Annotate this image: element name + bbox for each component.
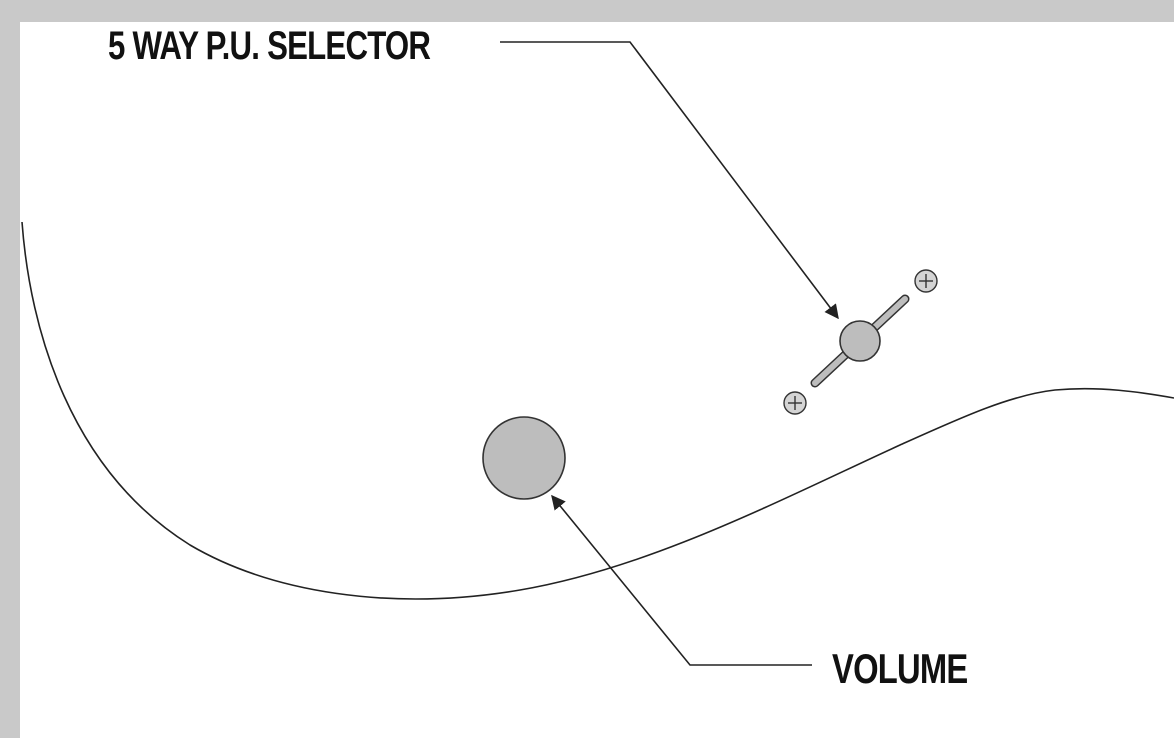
volume-leader-line — [551, 494, 812, 666]
selector-leader-line — [500, 41, 839, 320]
screw-top-icon — [914, 269, 938, 293]
selector-switch — [810, 294, 910, 388]
diagram-canvas — [20, 22, 1174, 738]
selector-switch-knob — [839, 320, 881, 362]
selector-label: 5 WAY P.U. SELECTOR — [108, 24, 431, 68]
screw-bottom-icon — [783, 391, 807, 415]
volume-knob — [482, 416, 566, 500]
guitar-body-outline — [21, 221, 1174, 600]
volume-label: VOLUME — [832, 645, 968, 692]
